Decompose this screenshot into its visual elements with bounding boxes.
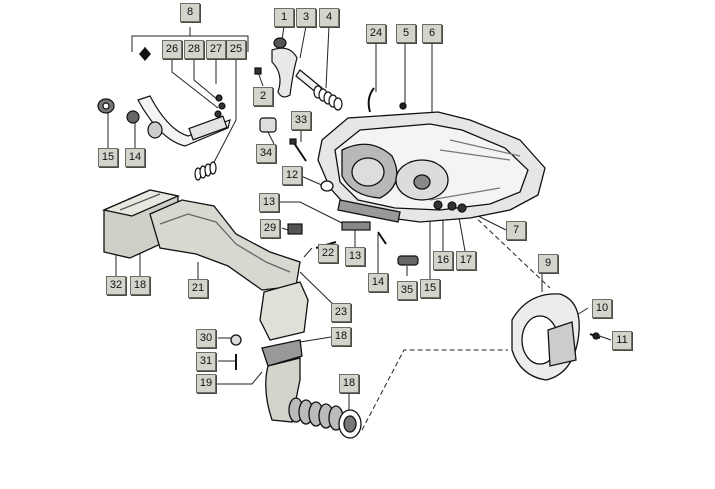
callout-16: 16 bbox=[433, 251, 453, 270]
transmission-cover bbox=[317, 87, 546, 223]
callout-13-upper: 13 bbox=[259, 193, 279, 212]
intake-boot bbox=[230, 281, 362, 439]
callout-33: 33 bbox=[291, 111, 311, 130]
callout-14-cover: 14 bbox=[368, 273, 388, 292]
kickstart-spring-parts bbox=[254, 37, 343, 111]
callout-18-filter: 18 bbox=[130, 276, 150, 295]
callout-32: 32 bbox=[106, 276, 126, 295]
callout-11: 11 bbox=[612, 331, 632, 350]
fan-cover bbox=[511, 293, 601, 381]
callout-23: 23 bbox=[331, 303, 351, 322]
callout-15-lever: 15 bbox=[98, 148, 118, 167]
callout-9: 9 bbox=[538, 254, 558, 273]
callout-10: 10 bbox=[592, 299, 612, 318]
callout-5: 5 bbox=[396, 24, 416, 43]
fasteners bbox=[259, 117, 467, 266]
part-marker-diamond bbox=[139, 47, 151, 61]
callout-4: 4 bbox=[319, 8, 339, 27]
callout-1: 1 bbox=[274, 8, 294, 27]
callout-12: 12 bbox=[282, 166, 302, 185]
callout-17: 17 bbox=[456, 251, 476, 270]
callout-8: 8 bbox=[180, 3, 200, 22]
callout-30: 30 bbox=[196, 329, 216, 348]
callout-3: 3 bbox=[296, 8, 316, 27]
leader-lines bbox=[107, 25, 612, 431]
callout-34: 34 bbox=[256, 144, 276, 163]
callout-29: 29 bbox=[260, 219, 280, 238]
callout-13-lower: 13 bbox=[345, 247, 365, 266]
callout-2: 2 bbox=[253, 87, 273, 106]
callout-6: 6 bbox=[422, 24, 442, 43]
callout-26: 26 bbox=[162, 40, 182, 59]
kickstart-lever bbox=[97, 94, 231, 181]
callout-15-cover: 15 bbox=[420, 279, 440, 298]
callout-19: 19 bbox=[196, 374, 216, 393]
intake-duct bbox=[149, 199, 301, 291]
callout-25: 25 bbox=[226, 40, 246, 59]
callout-21: 21 bbox=[188, 279, 208, 298]
callout-7: 7 bbox=[506, 221, 526, 240]
callout-28: 28 bbox=[184, 40, 204, 59]
callout-27: 27 bbox=[206, 40, 226, 59]
callout-22: 22 bbox=[318, 244, 338, 263]
callout-24: 24 bbox=[366, 24, 386, 43]
callout-18-duct: 18 bbox=[339, 374, 359, 393]
callout-35: 35 bbox=[397, 281, 417, 300]
callout-31: 31 bbox=[196, 352, 216, 371]
callout-14-lever: 14 bbox=[125, 148, 145, 167]
callout-18-boot: 18 bbox=[331, 327, 351, 346]
